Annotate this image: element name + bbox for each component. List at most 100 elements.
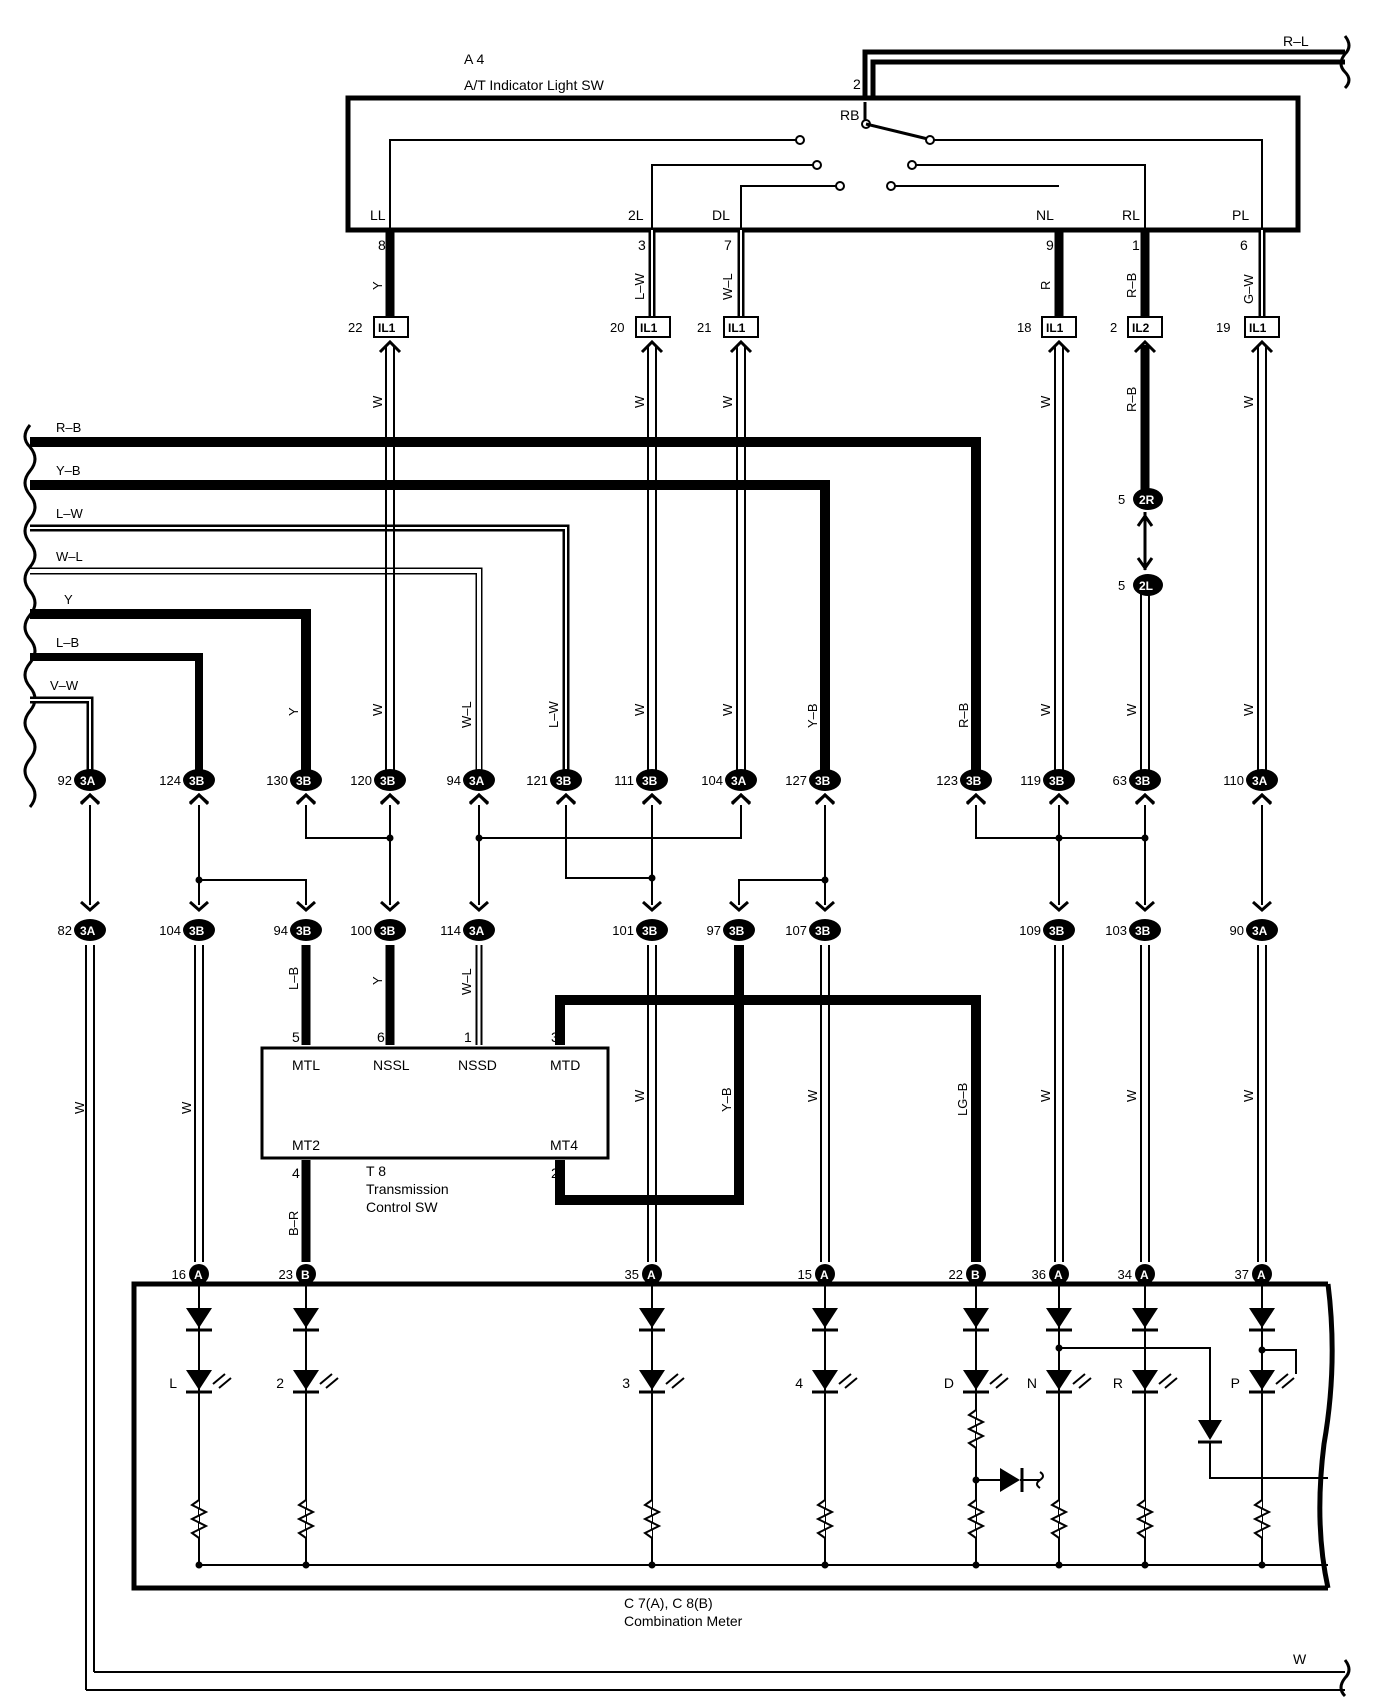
round-connector: 3B 119 xyxy=(1020,769,1075,806)
svg-text:L–W: L–W xyxy=(546,701,561,728)
a4-pin-8: 8 xyxy=(378,237,386,253)
svg-text:A: A xyxy=(1054,1268,1063,1282)
bus-label-rb: R–B xyxy=(56,420,81,435)
svg-text:IL1: IL1 xyxy=(378,321,396,335)
svg-text:W: W xyxy=(1124,1089,1139,1102)
svg-text:23: 23 xyxy=(279,1267,293,1282)
svg-text:R: R xyxy=(1038,281,1053,290)
svg-text:3B: 3B xyxy=(1135,774,1151,788)
svg-text:W: W xyxy=(179,1101,194,1114)
svg-text:35: 35 xyxy=(625,1267,639,1282)
conn-2l-code: 2L xyxy=(1139,579,1153,593)
svg-text:2: 2 xyxy=(551,1165,559,1181)
svg-text:L: L xyxy=(169,1375,177,1391)
svg-text:3A: 3A xyxy=(1252,924,1268,938)
svg-text:A: A xyxy=(194,1268,203,1282)
svg-text:34: 34 xyxy=(1118,1267,1132,1282)
svg-text:IL2: IL2 xyxy=(1132,321,1150,335)
svg-text:W: W xyxy=(1038,395,1053,408)
svg-text:W: W xyxy=(1241,1089,1256,1102)
il-connector: IL2 2 R–B R–B xyxy=(1110,273,1163,412)
svg-text:6: 6 xyxy=(377,1029,385,1045)
svg-text:B: B xyxy=(971,1268,980,1282)
svg-text:3B: 3B xyxy=(642,774,658,788)
svg-text:W: W xyxy=(632,1089,647,1102)
svg-text:3B: 3B xyxy=(296,774,312,788)
svg-text:W: W xyxy=(720,395,735,408)
svg-text:L–B: L–B xyxy=(286,967,301,990)
svg-text:W: W xyxy=(370,395,385,408)
svg-text:18: 18 xyxy=(1017,320,1031,335)
svg-text:3: 3 xyxy=(551,1029,559,1045)
round-connector: 3B 63 xyxy=(1113,769,1161,806)
svg-text:N: N xyxy=(1027,1375,1037,1391)
svg-text:2: 2 xyxy=(276,1375,284,1391)
svg-text:3B: 3B xyxy=(1049,774,1065,788)
svg-text:100: 100 xyxy=(350,923,372,938)
svg-text:3B: 3B xyxy=(815,924,831,938)
conn-2r-code: 2R xyxy=(1139,493,1155,507)
bus-label-lb: L–B xyxy=(56,635,79,650)
t8-name-2: Control SW xyxy=(366,1199,438,1215)
a4-pin-7: 7 xyxy=(724,237,732,253)
svg-text:W: W xyxy=(1038,703,1053,716)
svg-text:3B: 3B xyxy=(380,924,396,938)
a4-switch: A 4 A/T Indicator Light SW 2 RB LL 2L DL… xyxy=(345,51,1301,253)
t8-ref: T 8 xyxy=(366,1163,386,1179)
il-connector: IL1 18 R W xyxy=(1017,281,1077,408)
svg-text:W: W xyxy=(720,703,735,716)
svg-text:W–L: W–L xyxy=(720,273,735,300)
svg-text:104: 104 xyxy=(701,773,723,788)
svg-text:NSSD: NSSD xyxy=(458,1057,497,1073)
svg-text:3B: 3B xyxy=(556,774,572,788)
svg-text:MT4: MT4 xyxy=(550,1137,578,1153)
svg-text:R–B: R–B xyxy=(1124,387,1139,412)
svg-text:W–L: W–L xyxy=(459,701,474,728)
left-bus: R–B Y–B L–W W–L Y L–B V–W xyxy=(23,420,981,808)
svg-text:107: 107 xyxy=(785,923,807,938)
wire-label-w-bottom: W xyxy=(1293,1651,1307,1667)
svg-text:Y: Y xyxy=(286,707,301,716)
svg-text:L–W: L–W xyxy=(632,273,647,300)
meter-ref: C 7(A), C 8(B) xyxy=(624,1595,713,1611)
a4-pin-9: 9 xyxy=(1046,237,1054,253)
svg-text:114: 114 xyxy=(440,923,461,938)
svg-text:W: W xyxy=(72,1101,87,1114)
svg-text:A: A xyxy=(647,1268,656,1282)
svg-text:W: W xyxy=(370,703,385,716)
svg-text:119: 119 xyxy=(1020,773,1041,788)
t8-box xyxy=(260,1046,610,1160)
svg-text:3B: 3B xyxy=(189,774,205,788)
conn-2r-pin: 5 xyxy=(1118,492,1125,507)
cross-wiring-dots xyxy=(195,834,1149,884)
svg-text:97: 97 xyxy=(707,923,721,938)
svg-text:63: 63 xyxy=(1113,773,1127,788)
a4-name: A/T Indicator Light SW xyxy=(464,77,605,93)
a4-term-nl: NL xyxy=(1036,207,1054,223)
svg-text:NSSL: NSSL xyxy=(373,1057,410,1073)
svg-text:123: 123 xyxy=(936,773,958,788)
svg-text:3B: 3B xyxy=(1135,924,1151,938)
svg-text:22: 22 xyxy=(348,320,362,335)
svg-text:127: 127 xyxy=(785,773,807,788)
a4-pin-2: 2 xyxy=(853,76,861,92)
t8-name-1: Transmission xyxy=(366,1181,449,1197)
a4-term-pl: PL xyxy=(1232,207,1249,223)
svg-text:G–W: G–W xyxy=(1241,274,1256,304)
svg-text:3A: 3A xyxy=(80,924,96,938)
